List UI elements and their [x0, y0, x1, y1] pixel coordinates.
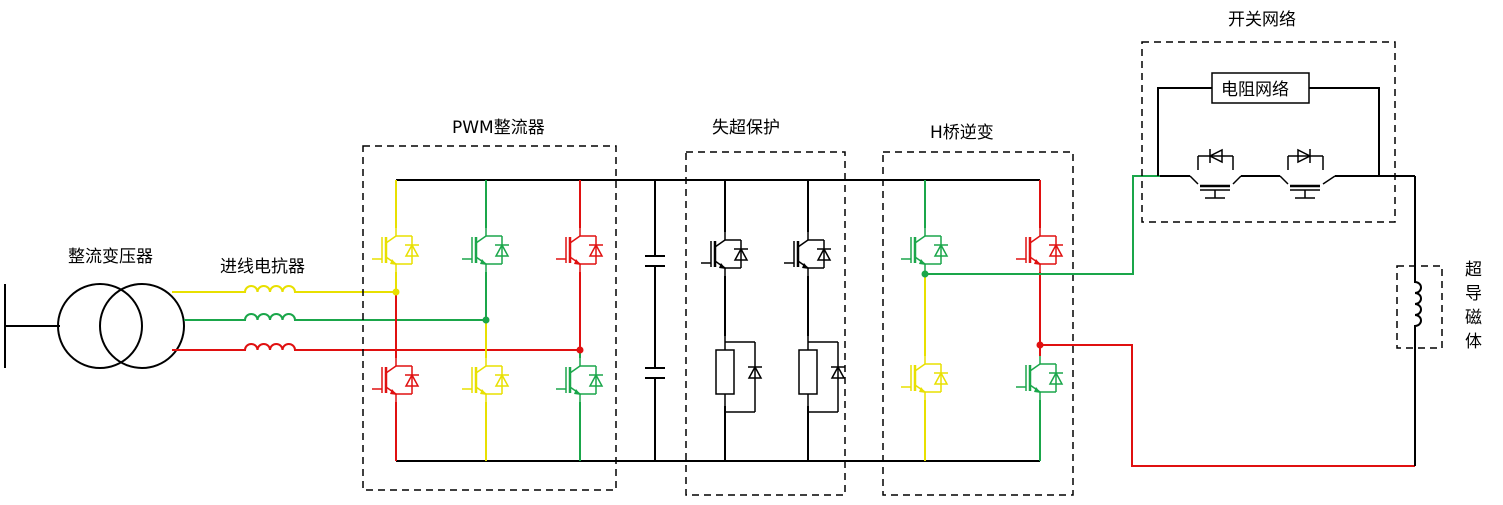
sc-magnet-box: [1396, 265, 1443, 349]
h-igbt-right-lower: [1014, 354, 1065, 402]
igbt-b-lower: [460, 356, 511, 404]
sc-magnet-label-4: 体: [1465, 332, 1482, 352]
h-bridge-label: H桥逆变: [930, 123, 994, 143]
resistor-network-label: 电阻网络: [1221, 80, 1289, 100]
sc-magnet-coil: [1414, 266, 1422, 348]
h-bridge-box: [882, 151, 1074, 496]
transformer-symbol: [57, 283, 185, 369]
pwm-rectifier-label: PWM整流器: [452, 118, 545, 138]
ground-symbol: [4, 284, 60, 368]
transformer-label: 整流变压器: [68, 247, 153, 267]
junction-b: [482, 316, 490, 324]
junction-c: [576, 346, 584, 354]
quench-protection-label: 失超保护: [712, 118, 780, 138]
output-wire-green: [925, 175, 1160, 275]
pwm-rectifier-box: [362, 145, 617, 491]
igbt-b-upper: [460, 226, 511, 274]
sc-magnet-label-2: 导: [1465, 284, 1482, 304]
h-igbt-left-upper: [899, 226, 950, 274]
dc-bus: [396, 179, 1040, 462]
quench-resistor-diode-1: [715, 331, 763, 413]
igbt-a-upper: [370, 226, 421, 274]
quench-resistor-diode-2: [798, 331, 846, 413]
dc-link-capacitors: [645, 180, 665, 461]
quench-igbt-1: [699, 230, 750, 278]
output-wire-red: [1040, 344, 1415, 467]
h-igbt-left-lower: [899, 354, 950, 402]
igbt-c-lower: [554, 356, 605, 404]
resistor-network-box: [1211, 72, 1310, 104]
switch-network-box: [1141, 41, 1396, 223]
sc-magnet-label-1: 超: [1465, 260, 1482, 280]
switch-network-wiring: [1157, 87, 1416, 466]
phase-c-line: [172, 343, 580, 351]
switch-network-label: 开关网络: [1228, 10, 1296, 30]
quench-protection-box: [685, 151, 846, 496]
igbt-c-upper: [554, 226, 605, 274]
bidirectional-switch-2: [1279, 148, 1336, 199]
bidirectional-switch-1: [1189, 148, 1242, 199]
igbt-a-lower: [370, 356, 421, 404]
phase-b-line: [184, 313, 486, 321]
phase-a-line: [172, 285, 396, 293]
junction-a: [392, 288, 400, 296]
quench-igbt-2: [782, 230, 833, 278]
sc-magnet-label-3: 磁: [1465, 308, 1482, 328]
h-igbt-right-upper: [1014, 226, 1065, 274]
reactor-label: 进线电抗器: [220, 257, 305, 277]
